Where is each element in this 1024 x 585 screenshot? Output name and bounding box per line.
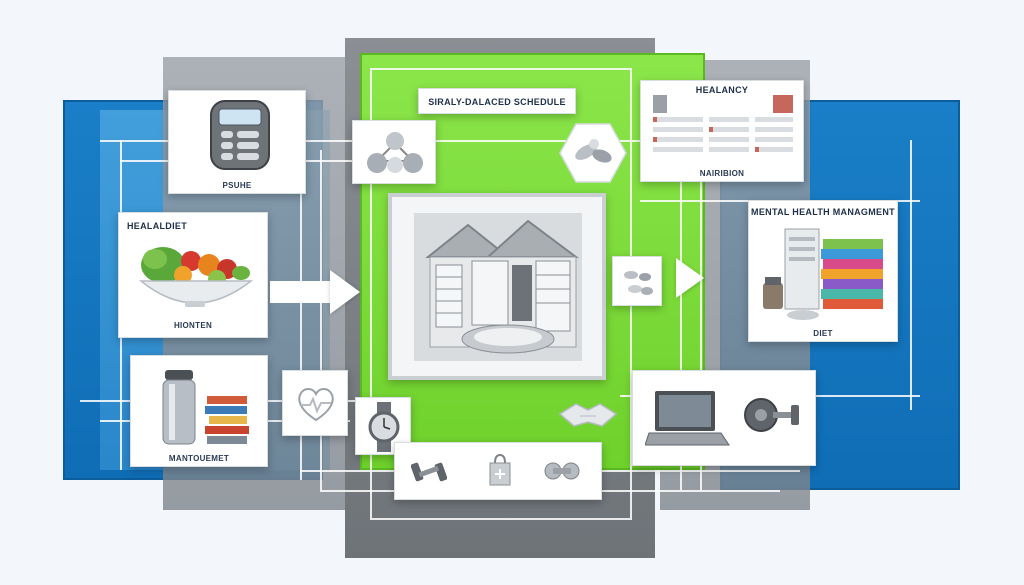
- network-nodes-icon: [367, 132, 423, 173]
- laptop-card[interactable]: [632, 370, 816, 466]
- mental-title: MENTAL HEALTH MANAGMENT: [751, 207, 895, 217]
- phone-label: PSUHE: [222, 181, 252, 190]
- equipment-card[interactable]: [394, 442, 602, 500]
- nutrition-title: HEALANCY: [695, 85, 749, 95]
- shopping-bag-icon: [489, 453, 511, 486]
- schedule-title: SIRALY-DALACED SCHEDULE: [428, 97, 566, 107]
- mental-health-card[interactable]: MENTAL HEALTH MANAGMENT DIET: [748, 200, 898, 342]
- wristwatch-icon: [368, 402, 400, 452]
- handshake-icon: [558, 403, 618, 427]
- phone-card[interactable]: PSUHE: [168, 90, 306, 194]
- nutrition-table-icon: [653, 95, 793, 152]
- laptop-icon: [645, 391, 730, 446]
- diet-title: HEALALDIET: [127, 221, 187, 231]
- storage-label: MANTOUEMET: [168, 454, 230, 463]
- schedule-card[interactable]: SIRALY-DALACED SCHEDULE: [418, 88, 576, 114]
- nutrition-label: NAIRIBION: [699, 169, 745, 178]
- supplements-card[interactable]: [612, 256, 662, 306]
- weight-plate-icon: [744, 398, 799, 432]
- heart-pulse-icon: [298, 388, 334, 422]
- book-stack-icon: [205, 396, 249, 444]
- calculator-phone-icon: [210, 100, 270, 170]
- storage-card[interactable]: MANTOUEMET: [130, 355, 268, 467]
- house-frame-card[interactable]: [388, 193, 606, 380]
- house-icon: [414, 213, 582, 361]
- thermos-icon: [162, 370, 196, 445]
- dumbbell-icon: [411, 462, 447, 482]
- mental-label: DIET: [813, 329, 833, 338]
- pills-icon: [624, 271, 653, 295]
- healthy-diet-card[interactable]: HEALALDIET HIONTEN: [118, 212, 268, 338]
- weight-plate-icon: [544, 462, 580, 480]
- nutrition-card[interactable]: HEALANCY NAIRIBION: [640, 80, 804, 182]
- pills-icon: [559, 123, 627, 183]
- heart-card[interactable]: [282, 370, 348, 436]
- diet-label: HIONTEN: [173, 321, 213, 330]
- fruit-bowl-icon: [138, 247, 254, 307]
- nodes-card[interactable]: [352, 120, 436, 184]
- book-stack-icon: [763, 228, 883, 320]
